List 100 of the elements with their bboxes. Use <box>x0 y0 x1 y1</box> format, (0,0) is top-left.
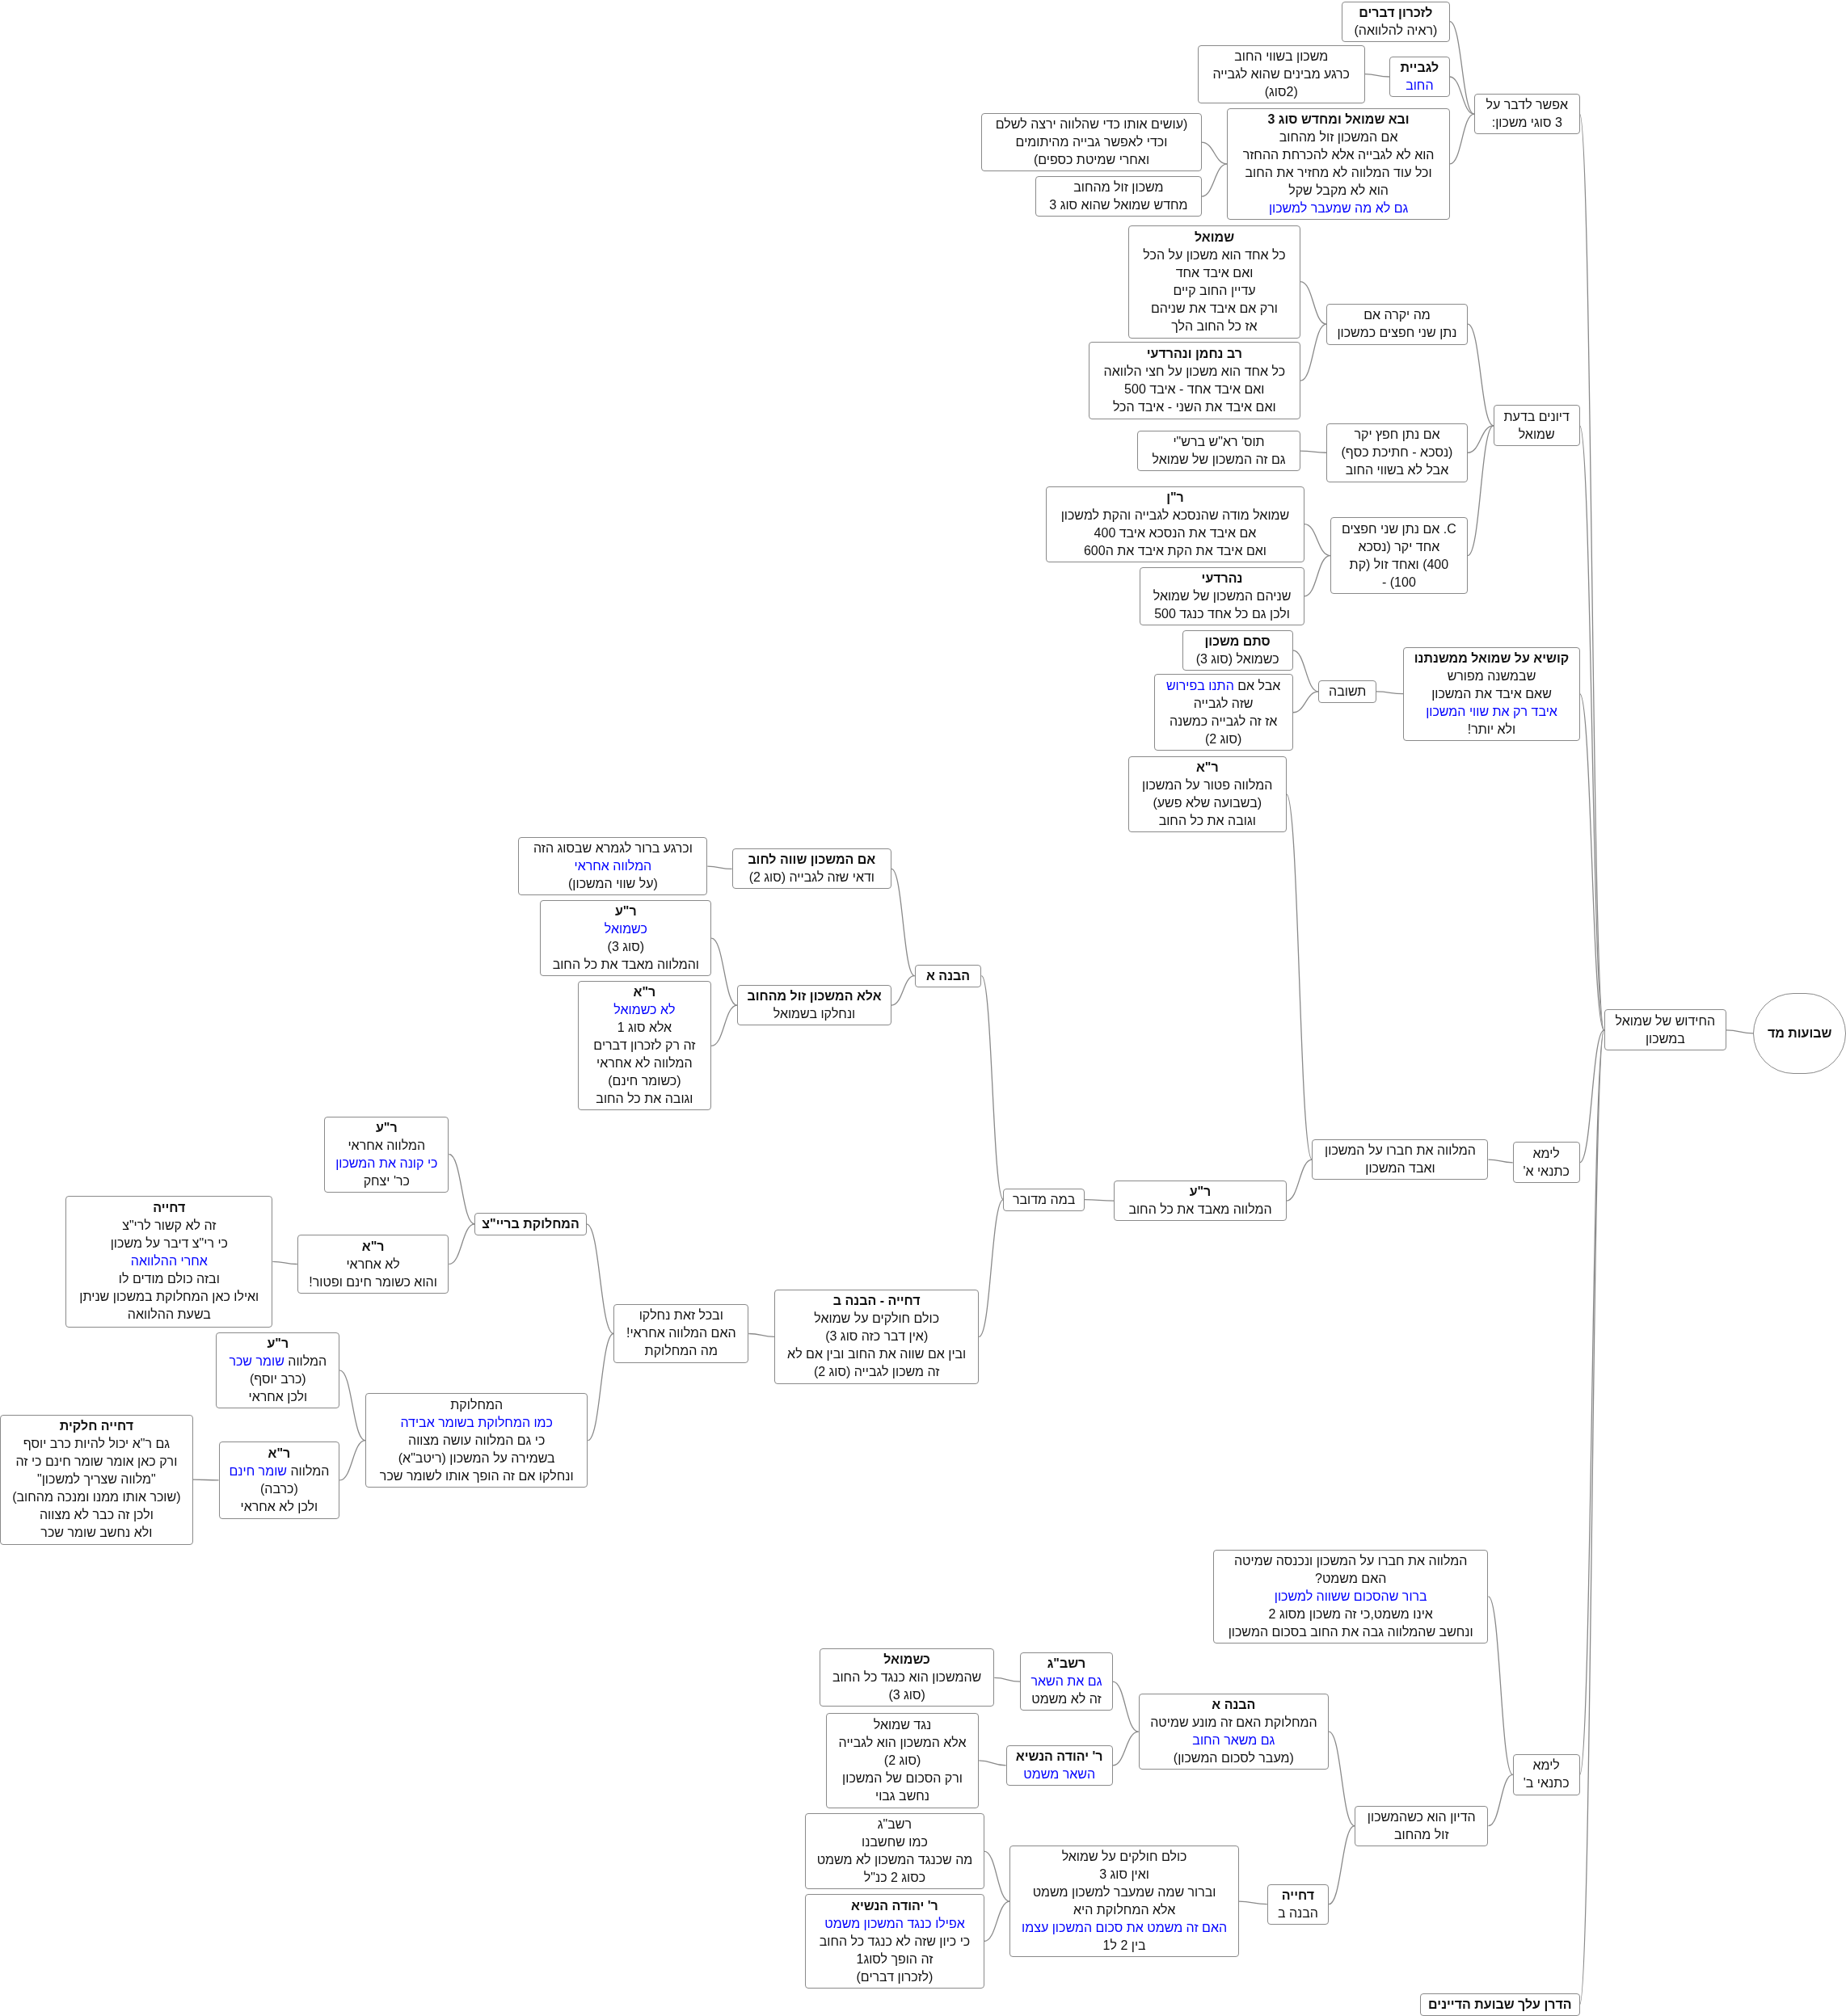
node-text: ולכן זה כבר לא מצווה <box>39 1507 154 1524</box>
connector-line <box>891 868 916 977</box>
node-heading: דחייה חלקית <box>59 1418 133 1435</box>
node-text: המלווה לא אחראי <box>596 1055 693 1072</box>
connector-line <box>1467 323 1494 427</box>
node-text: המלווה פטור על המשכון <box>1142 777 1273 793</box>
connector-line <box>706 865 733 870</box>
topic-box <box>1197 44 1365 103</box>
node-text: רשב"ג <box>877 1816 912 1833</box>
topic-box <box>1330 516 1468 595</box>
topic-box <box>1604 1009 1726 1051</box>
node-text: וגובה את כל החוב <box>596 1091 693 1108</box>
node-heading: אלא המשכון זול מהחוב <box>747 988 882 1005</box>
node-text: ורק כאן אומר שומר חינם כי זה <box>15 1454 178 1471</box>
node-text: האם המלווה אחראי! <box>626 1325 736 1342</box>
node-text: המלווה את חברו על המשכון ונכנסה שמיטה <box>1233 1552 1468 1569</box>
connector-line <box>983 1850 1011 1902</box>
node-text: משכון זול מהחוב <box>1073 179 1164 196</box>
connector-line <box>1449 20 1475 115</box>
node-text: המלווה את חברו על המשכון <box>1325 1143 1476 1160</box>
connector-line <box>1467 425 1494 453</box>
node-heading: ר"א <box>268 1445 291 1462</box>
node-text: האם זה משמט את סכום המשכון עצמו <box>1022 1920 1228 1937</box>
node-heading: ר' יהודה הנשיא <box>851 1897 938 1914</box>
node-text: כרגע מבינים שהוא לגבייה <box>1212 65 1350 82</box>
node-text: שהמשכון הוא כנגד כל החוב <box>832 1669 982 1686</box>
topic-box <box>1140 566 1304 625</box>
node-text: לימא <box>1532 1145 1560 1162</box>
node-text: כשמואל <box>604 921 647 938</box>
connector-line <box>891 975 916 1006</box>
node-text: אבל לא בשווי החוב <box>1345 462 1449 479</box>
node-text: כי קונה את המשכון <box>335 1155 438 1172</box>
node-text: ובכל זאת נחלקו <box>639 1307 723 1324</box>
node-text: כל אחד הוא משכון על הכל <box>1143 246 1286 263</box>
node-text: ודאי שזה לגבייה (סוג 2) <box>748 869 875 886</box>
node-text: כמו שחשבנו <box>862 1834 928 1851</box>
topic-box <box>540 900 712 977</box>
connector-line <box>1112 1731 1140 1766</box>
node-text: החידוש של שמואל <box>1615 1012 1716 1029</box>
connector-line <box>1285 1159 1313 1202</box>
node-text: ואחרי שמיטת כספים) <box>1033 152 1150 169</box>
topic-box <box>1137 431 1301 472</box>
node-text: (בשבועה שלא פשע) <box>1153 794 1262 811</box>
node-text: מחדש שמואל שהוא סוג 3 <box>1049 197 1188 214</box>
topic-box <box>1138 1694 1330 1770</box>
connector-line <box>586 1223 614 1335</box>
topic-box <box>1354 1805 1489 1846</box>
node-text: בשעת ההלוואה <box>127 1307 211 1324</box>
node-text: ואם איבד את השני - איבד הכל <box>1112 399 1276 416</box>
node-text: מה המחלוקת <box>644 1343 718 1360</box>
connector-line <box>1300 280 1327 325</box>
connector-line <box>272 1261 298 1265</box>
connector-line <box>983 1900 1011 1942</box>
node-heading: שמואל <box>1194 229 1234 246</box>
node-heading: ר"ע <box>1189 1184 1212 1201</box>
topic-box <box>1312 1139 1489 1181</box>
node-heading: ר' יהודה הנשיא <box>1015 1748 1103 1765</box>
node-text: וברור שמה שמעבר למשכון משמט <box>1032 1884 1216 1901</box>
topic-box <box>1420 1993 1580 2016</box>
connector-line <box>1487 1159 1514 1164</box>
node-heading: ר"ע <box>375 1119 398 1136</box>
node-text: ואבד המשכון <box>1365 1160 1435 1177</box>
node-text: "מלווה שצריך למשכון" <box>37 1471 156 1488</box>
node-heading: ר"ן <box>1166 489 1184 506</box>
node-text: 3 סוגי משכון: <box>1491 115 1562 132</box>
node-text: אפילו כנגד המשכון משמט <box>824 1915 965 1932</box>
connector-line <box>1328 1825 1355 1905</box>
node-heading: המחלוקת בריי"צ <box>482 1215 580 1232</box>
connector-line <box>1467 425 1494 557</box>
topic-box <box>613 1303 749 1364</box>
node-text: וגובה את כל החוב <box>1158 812 1256 829</box>
node-text: השאר משמט <box>1023 1766 1096 1782</box>
node-heading: סתם משכון <box>1204 633 1271 650</box>
connector-line <box>1364 74 1390 78</box>
node-text: החוב <box>1406 78 1434 94</box>
topic-box <box>981 113 1202 172</box>
node-text: (סוג 2) <box>1204 730 1242 747</box>
connector-line <box>1304 554 1331 597</box>
node-text: (כרבה) <box>259 1480 298 1497</box>
topic-box <box>297 1234 449 1294</box>
node-text: הוא לא מקבל שקל <box>1288 182 1389 199</box>
topic-box <box>324 1116 449 1193</box>
node-text: ונחלקו בשמואל <box>773 1006 856 1023</box>
node-text: המלווה שומר חינם <box>229 1463 330 1479</box>
node-text: נגד שמואל <box>873 1716 932 1733</box>
topic-box <box>805 1813 984 1890</box>
node-text: תשובה <box>1329 683 1367 700</box>
node-text: נתן שני חפצים כמשכון <box>1337 325 1457 342</box>
node-text: לימא <box>1532 1757 1560 1774</box>
topic-box <box>1512 1142 1580 1184</box>
node-text: 100) - <box>1381 574 1416 591</box>
node-text: ואין סוג 3 <box>1099 1867 1149 1883</box>
connector-line <box>1300 450 1327 453</box>
node-text: אז כל החוב הלך <box>1171 318 1258 335</box>
node-text: שמואל מודה שהנסכא לגבייה והקת למשכון <box>1060 507 1290 524</box>
topic-box <box>365 1392 588 1488</box>
node-text: מה יקרה אם <box>1363 307 1431 324</box>
node-text: ובזה כולם מודים לו <box>118 1271 220 1288</box>
node-text: וכל עוד המלווה לא מחזיר את החוב <box>1245 164 1432 181</box>
node-text: (אין דבר כזה סוג 3) <box>825 1328 929 1345</box>
